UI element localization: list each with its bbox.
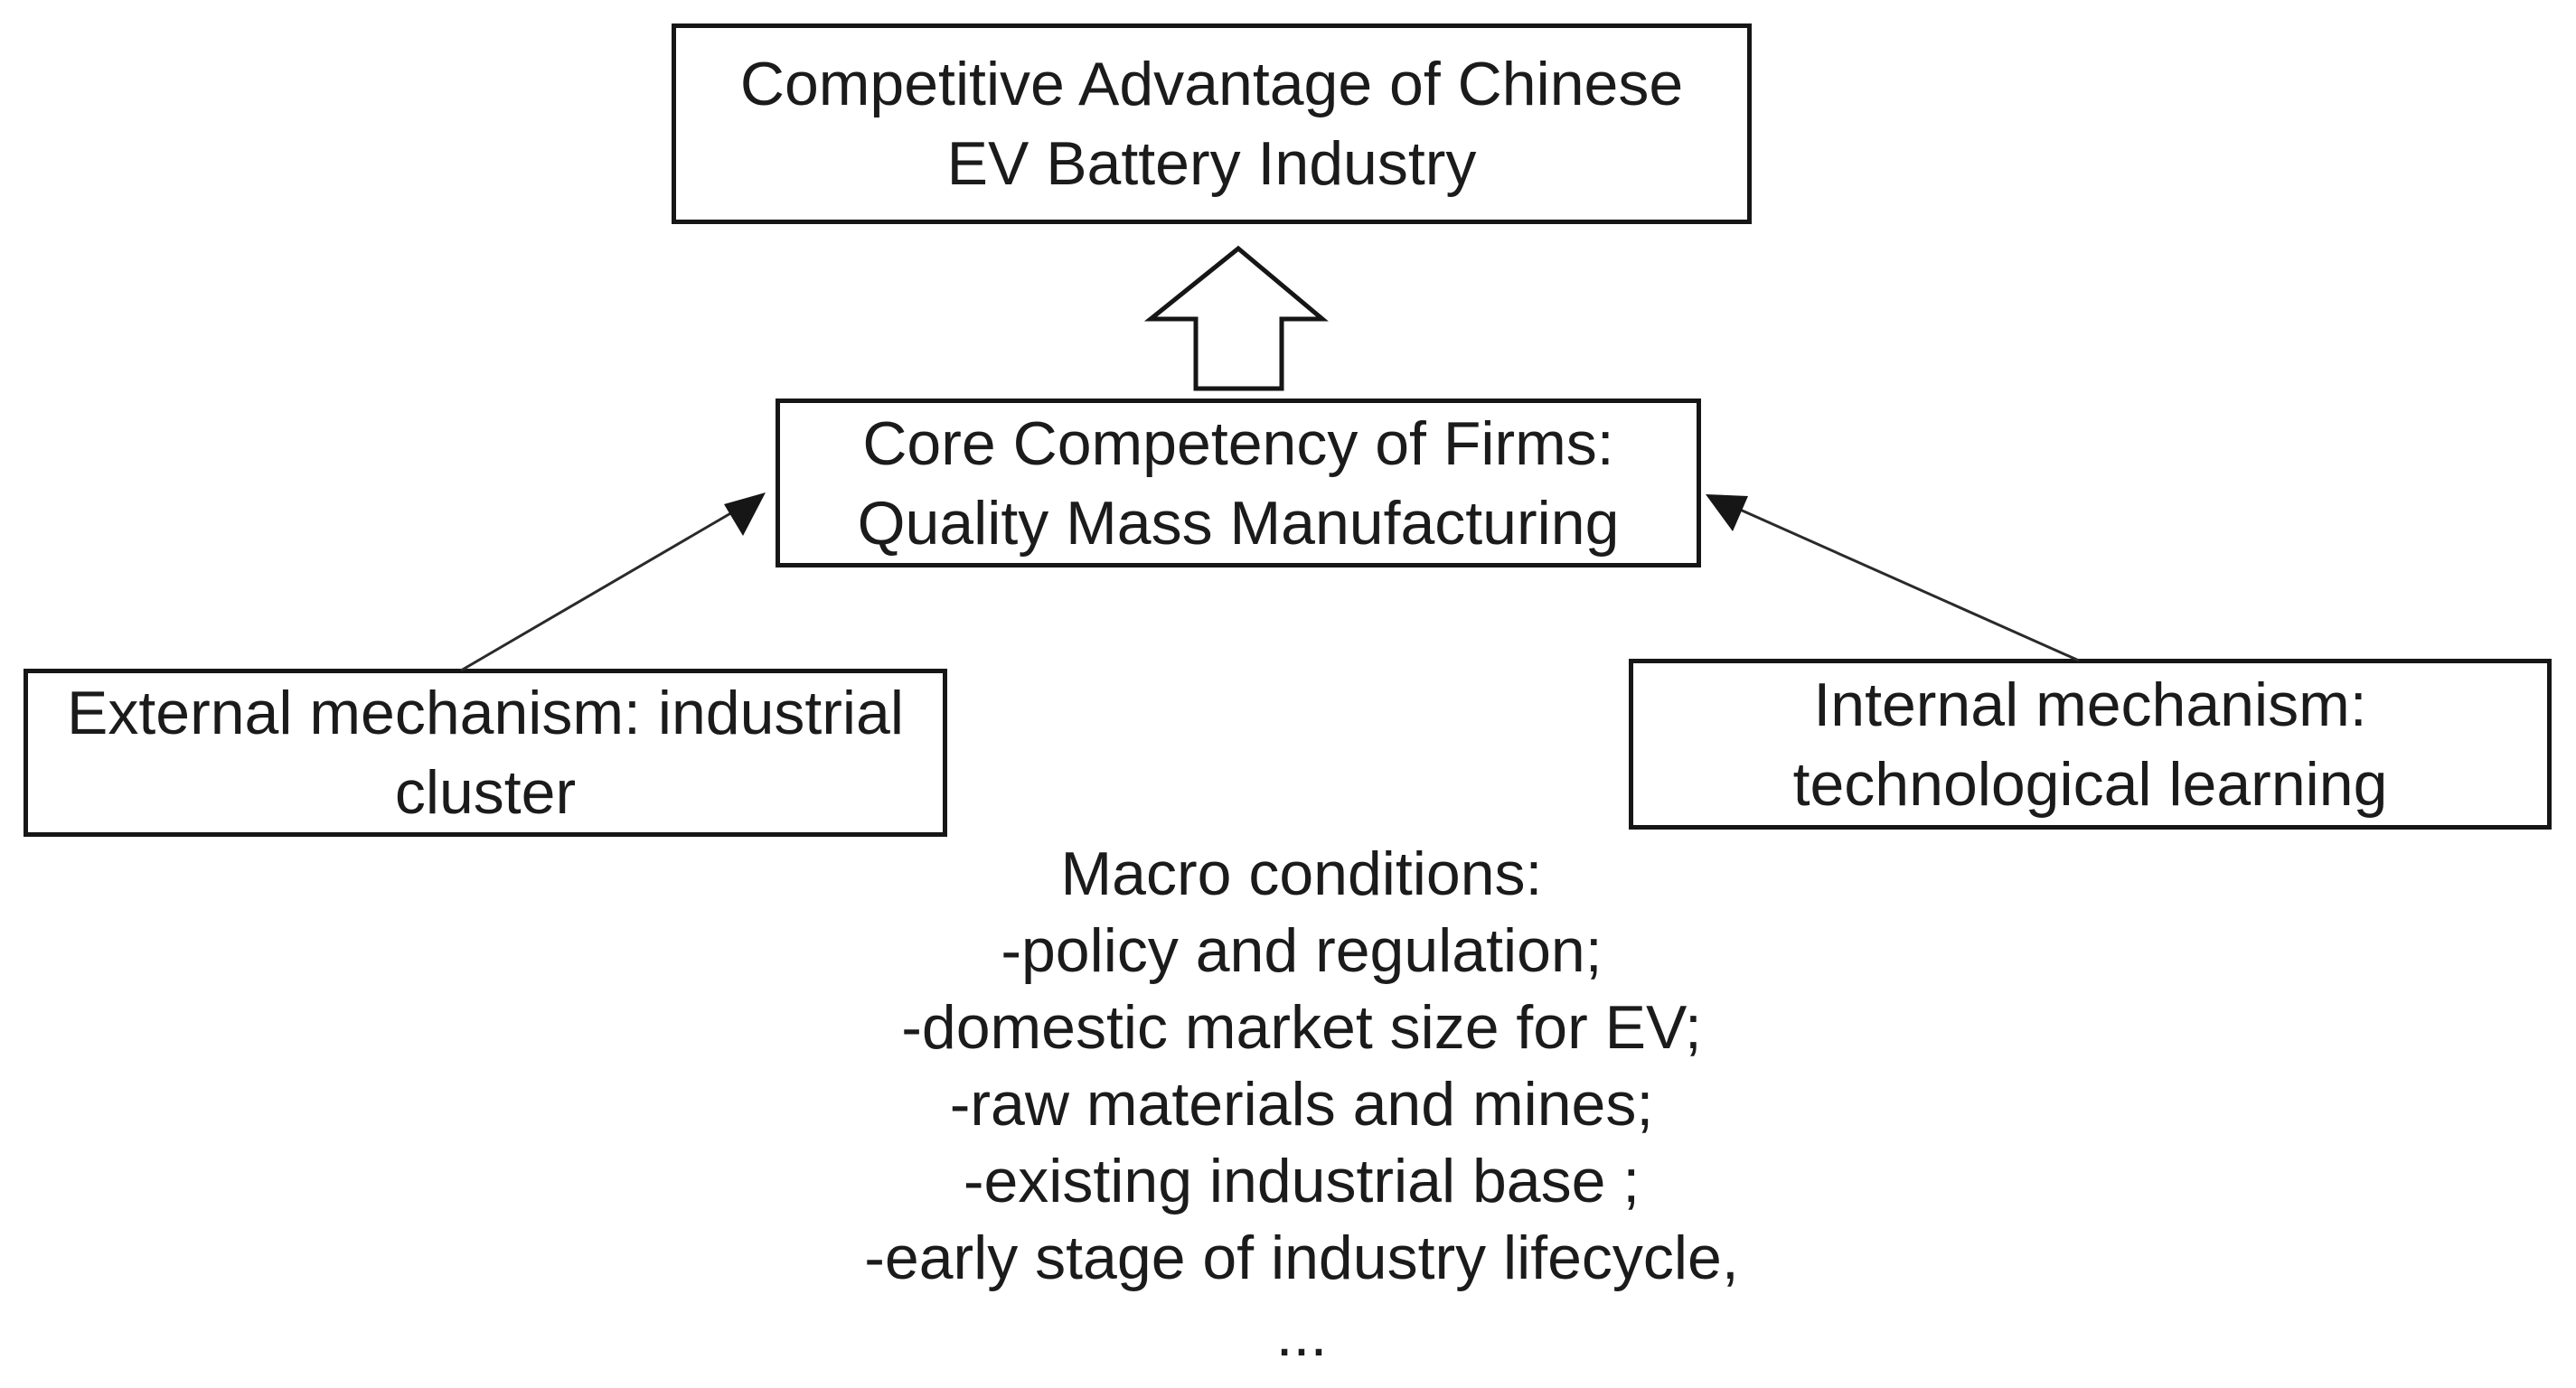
- middle-box-line-2: Quality Mass Manufacturing: [857, 488, 1620, 558]
- left-box-line-2: cluster: [394, 758, 577, 827]
- macro-condition-item: -raw materials and mines;: [949, 1070, 1654, 1139]
- top-box-line-2: EV Battery Industry: [946, 129, 1477, 198]
- block-arrow-up-icon: [1143, 245, 1329, 391]
- right-box-internal-mechanism: Internal mechanism: technological learni…: [1629, 659, 2552, 830]
- right-box-line-2: technological learning: [1792, 749, 2388, 819]
- macro-conditions-ellipsis: ...: [1275, 1300, 1328, 1369]
- macro-conditions-title: Macro conditions:: [1060, 839, 1543, 908]
- macro-condition-item: -early stage of industry lifecycle,: [864, 1224, 1739, 1292]
- middle-box-core-competency: Core Competency of Firms: Quality Mass M…: [776, 399, 1701, 567]
- macro-condition-item: -domestic market size for EV;: [901, 993, 1702, 1062]
- top-box-line-1: Competitive Advantage of Chinese: [739, 50, 1684, 118]
- macro-conditions-block: Macro conditions: -policy and regulation…: [723, 836, 1880, 1374]
- top-box-competitive-advantage: Competitive Advantage of Chinese EV Batt…: [672, 23, 1752, 224]
- macro-condition-item: -existing industrial base ;: [963, 1147, 1641, 1215]
- middle-box-line-1: Core Competency of Firms:: [862, 408, 1614, 478]
- left-box-external-mechanism: External mechanism: industrial cluster: [24, 669, 947, 837]
- right-arrow-icon: [1706, 494, 2080, 662]
- left-arrow-icon: [460, 492, 766, 672]
- left-box-line-1: External mechanism: industrial: [67, 679, 904, 747]
- right-box-line-1: Internal mechanism:: [1813, 670, 2367, 739]
- macro-condition-item: -policy and regulation;: [1001, 916, 1603, 985]
